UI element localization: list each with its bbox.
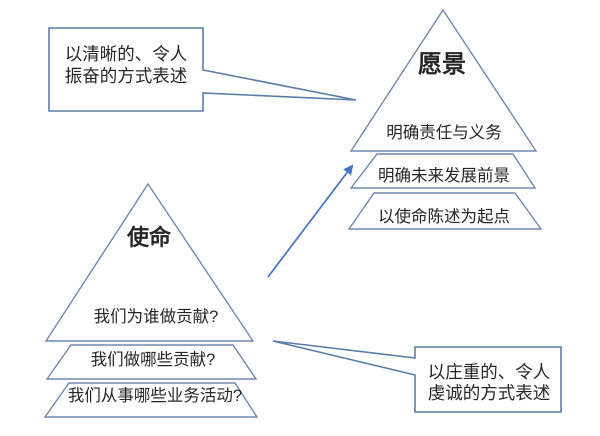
mission-callout: 以庄重的、令人 虔诚的方式表述 (272, 340, 562, 413)
vision-pyramid-title: 愿景 (418, 51, 466, 78)
mission-pyramid-title: 使命 (126, 225, 172, 250)
mission-callout-bubble (272, 340, 562, 413)
vision-callout-bubble (48, 27, 357, 112)
mission-pyramid-top-segment (44, 182, 255, 342)
vision-level-2-label: 明确未来发展前景 (378, 166, 510, 185)
mission-pyramid-bottom-segment (43, 382, 259, 418)
vision-level-3-label: 以使命陈述为起点 (378, 207, 510, 226)
vision-callout: 以清晰的、令人 振奋的方式表述 (48, 27, 357, 112)
mission-callout-line-1: 以庄重的、令人 (428, 362, 551, 382)
vision-pyramid-middle-segment (349, 153, 537, 189)
vision-pyramid-top-segment (349, 8, 538, 152)
mission-pyramid: 使命 我们为谁做贡献? 我们做哪些贡献? 我们从事哪些业务活动? (43, 182, 259, 418)
mission-pyramid-middle-segment (45, 344, 258, 380)
mission-level-3-label: 我们从事哪些业务活动? (68, 386, 242, 405)
mission-level-1-label: 我们为谁做贡献? (94, 307, 219, 326)
vision-pyramid-bottom-segment (347, 192, 543, 230)
vision-callout-line-1: 以清晰的、令人 (65, 44, 188, 64)
vision-callout-line-2: 振奋的方式表述 (65, 66, 188, 86)
mission-level-2-label: 我们做哪些贡献? (91, 350, 216, 369)
vision-level-1-label: 明确责任与义务 (386, 123, 502, 142)
mission-to-vision-arrow (267, 164, 354, 278)
mission-callout-line-2: 虔诚的方式表述 (428, 383, 551, 403)
vision-pyramid: 愿景 明确责任与义务 明确未来发展前景 以使命陈述为起点 (347, 8, 543, 230)
